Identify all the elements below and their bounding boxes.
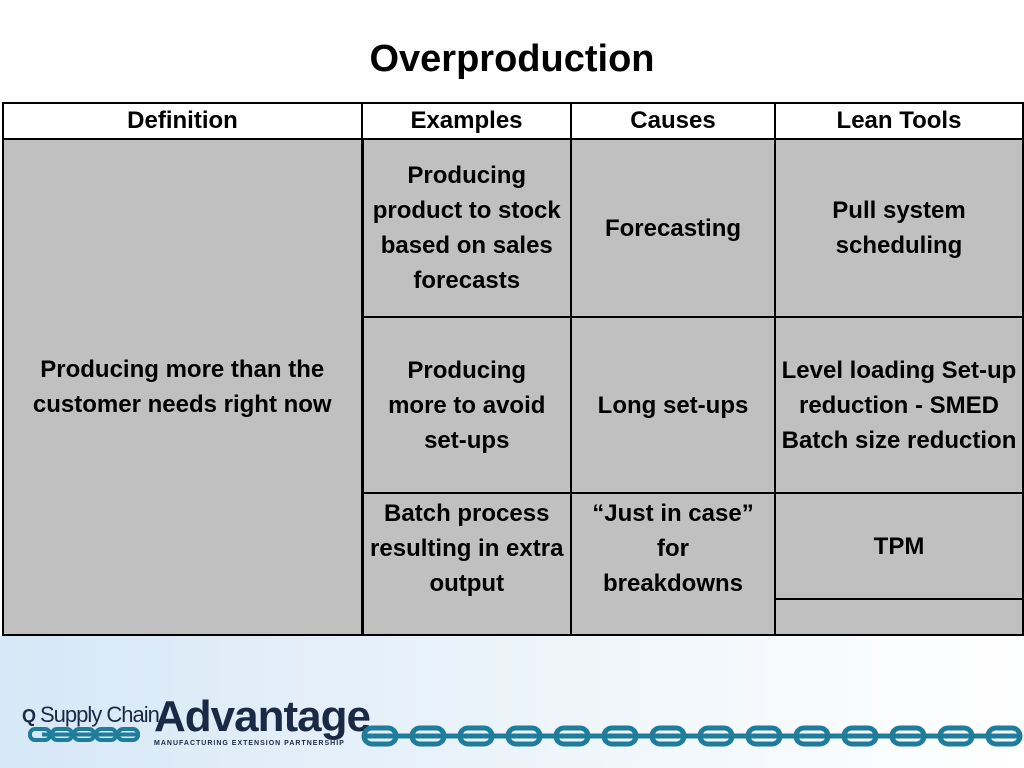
small-chain-icon xyxy=(28,727,140,742)
overproduction-table: Definition Examples Causes Lean Tools Pr… xyxy=(2,102,1024,636)
cause-cell: Forecasting xyxy=(570,138,776,318)
example-cell: Producing more to avoid set-ups xyxy=(361,316,572,494)
logo-tagline: MANUFACTURING EXTENSION PARTNERSHIP xyxy=(154,740,345,747)
cause-cell: “Just in case” for breakdowns xyxy=(570,492,776,636)
empty-cell xyxy=(774,598,1024,636)
example-cell: Producing product to stock based on sale… xyxy=(361,138,572,318)
cause-cell: Long set-ups xyxy=(570,316,776,494)
lean-tool-cell: TPM xyxy=(774,492,1024,600)
lean-tool-cell: Level loading Set-up reduction - SMED Ba… xyxy=(774,316,1024,494)
logo-q-mark: Q xyxy=(22,706,37,726)
logo-supply-chain-text: Supply Chain xyxy=(40,702,160,727)
header-causes: Causes xyxy=(570,102,776,140)
definition-cell: Producing more than the customer needs r… xyxy=(2,138,364,636)
chain-links-icon xyxy=(361,725,1023,747)
header-lean-tools: Lean Tools xyxy=(774,102,1024,140)
header-definition: Definition xyxy=(2,102,363,140)
table-row xyxy=(3,598,1024,636)
logo-advantage-text: Advantage xyxy=(154,692,371,741)
slide-title: Overproduction xyxy=(369,38,655,80)
header-examples: Examples xyxy=(361,102,572,140)
table-row: Producing more than the customer needs r… xyxy=(2,138,1024,636)
lean-tool-cell: Pull system scheduling xyxy=(774,138,1024,318)
example-cell: Batch process resulting in extra output xyxy=(361,492,572,636)
table-row: Batch process resulting in extra output … xyxy=(3,492,1024,636)
supply-chain-advantage-logo: Q Supply Chain Advantage MANUFACTURING E… xyxy=(22,692,371,752)
table-header-row: Definition Examples Causes Lean Tools xyxy=(2,102,1024,140)
table-row: Producing more to avoid set-ups Long set… xyxy=(3,316,1024,494)
